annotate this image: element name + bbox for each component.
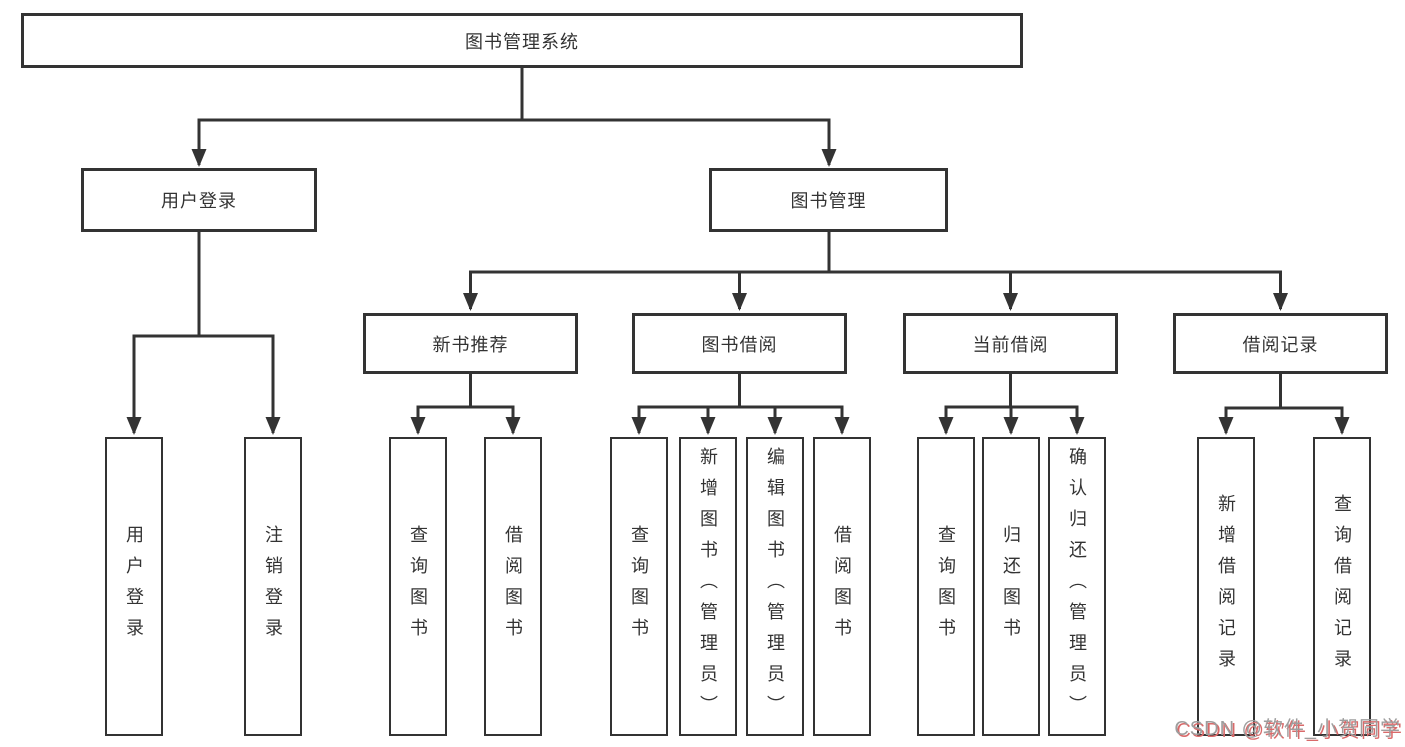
node-label-library-system: 图书管理系统 xyxy=(465,31,579,52)
leaf-label-user-login: 用户登录 xyxy=(124,524,144,649)
leaf-label-edit-books-admin: 编辑图书（管理员） xyxy=(765,447,785,726)
leaf-box-query-borrow-record: 查询借阅记录 xyxy=(1313,437,1371,736)
leaf-box-return-books: 归还图书 xyxy=(982,437,1040,736)
leaf-box-borrow-query-books: 查询图书 xyxy=(610,437,668,736)
leaf-box-borrow-books: 借阅图书 xyxy=(813,437,871,736)
leaf-label-borrow-query-books: 查询图书 xyxy=(629,524,649,649)
node-box-book-management: 图书管理 xyxy=(709,168,948,232)
leaf-label-borrow-books: 借阅图书 xyxy=(832,524,852,649)
leaf-box-logout: 注销登录 xyxy=(244,437,302,736)
leaf-label-recommend-query-books: 查询图书 xyxy=(408,524,428,649)
connector-new-book-recommend-to-leaves xyxy=(410,372,521,435)
leaf-label-return-books: 归还图书 xyxy=(1001,524,1021,649)
csdn-watermark: CSDN @软件_小贺同学 xyxy=(1174,718,1401,740)
node-label-new-book-recommend: 新书推荐 xyxy=(432,334,509,355)
leaf-label-logout: 注销登录 xyxy=(263,524,283,649)
node-box-borrow-records: 借阅记录 xyxy=(1173,313,1388,374)
connector-user-login-to-leaves xyxy=(126,230,281,435)
node-label-user-login-branch: 用户登录 xyxy=(161,191,237,211)
leaf-label-current-query-books: 查询图书 xyxy=(936,524,956,649)
leaf-box-add-books-admin: 新增图书（管理员） xyxy=(679,437,737,736)
leaf-label-recommend-borrow-books: 借阅图书 xyxy=(503,524,523,649)
node-label-book-management: 图书管理 xyxy=(790,191,867,211)
node-box-current-borrow: 当前借阅 xyxy=(903,313,1118,374)
connector-current-borrow-to-leaves xyxy=(938,372,1085,435)
node-box-new-book-recommend: 新书推荐 xyxy=(363,313,578,374)
leaf-box-confirm-return-admin: 确认归还（管理员） xyxy=(1048,437,1106,736)
leaf-box-current-query-books: 查询图书 xyxy=(917,437,975,736)
node-box-library-system: 图书管理系统 xyxy=(21,13,1023,68)
leaf-box-edit-books-admin: 编辑图书（管理员） xyxy=(746,437,804,736)
node-label-borrow-records: 借阅记录 xyxy=(1242,334,1319,355)
connector-borrow-records-to-leaves xyxy=(1218,372,1350,435)
node-label-current-borrow: 当前借阅 xyxy=(972,334,1049,355)
leaf-box-recommend-query-books: 查询图书 xyxy=(389,437,447,736)
connector-book-borrow-to-leaves xyxy=(631,372,850,435)
leaf-label-add-books-admin: 新增图书（管理员） xyxy=(698,447,718,726)
connector-book-management-to-level2 xyxy=(463,230,1288,311)
connector-root-to-level1 xyxy=(191,66,837,167)
leaf-label-query-borrow-record: 查询借阅记录 xyxy=(1332,493,1352,680)
leaf-label-add-borrow-record: 新增借阅记录 xyxy=(1216,493,1236,680)
leaf-box-add-borrow-record: 新增借阅记录 xyxy=(1197,437,1255,736)
leaf-box-recommend-borrow-books: 借阅图书 xyxy=(484,437,542,736)
node-box-user-login-branch: 用户登录 xyxy=(81,168,317,232)
node-box-book-borrow: 图书借阅 xyxy=(632,313,847,374)
node-label-book-borrow: 图书借阅 xyxy=(701,334,778,355)
leaf-label-confirm-return-admin: 确认归还（管理员） xyxy=(1067,447,1087,726)
leaf-box-user-login: 用户登录 xyxy=(105,437,163,736)
